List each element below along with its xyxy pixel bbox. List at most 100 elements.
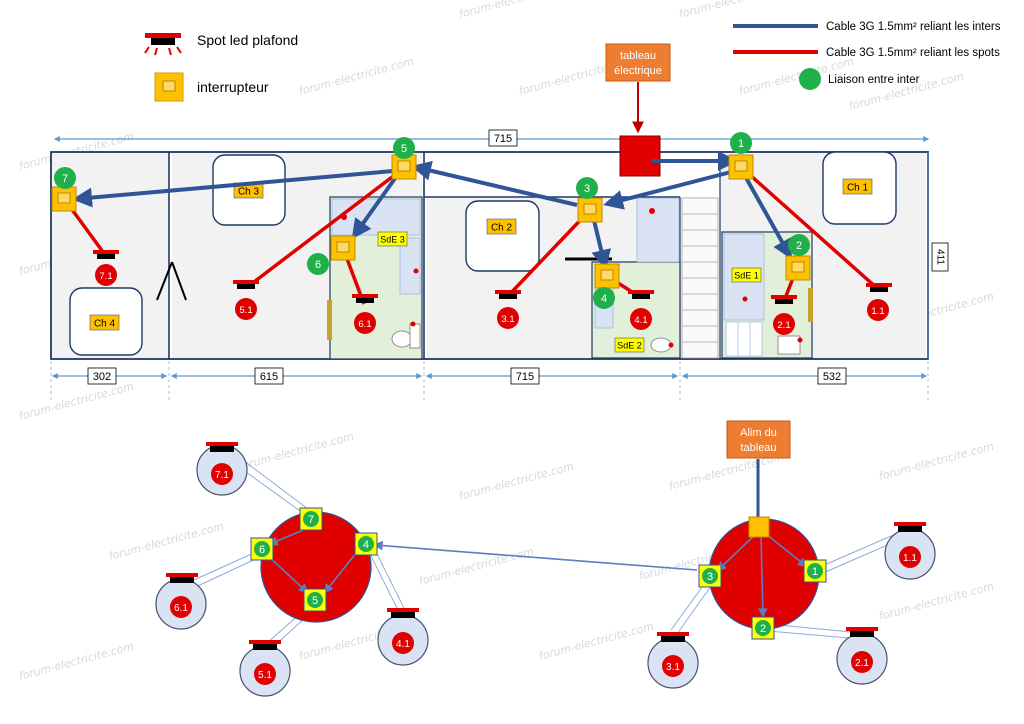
schematic-switch-1: 1 <box>803 559 827 583</box>
legend-spot-icon <box>144 33 182 56</box>
room-ch2-bed <box>465 200 540 272</box>
plan-spot-2-1: 2.1 <box>771 295 797 335</box>
plan-switch-3 <box>577 197 603 223</box>
alim-label-line1: Alim du <box>740 427 777 439</box>
legend-spot-cable-label: Cable 3G 1.5mm² reliant les spots <box>826 47 1000 59</box>
watermark-text: forum-electricite.com <box>457 0 575 21</box>
electrical-panel <box>619 135 661 177</box>
svg-text:1.1: 1.1 <box>903 553 917 564</box>
schematic-spot-6-1: 6.1 <box>155 573 207 630</box>
schematic-inter-links <box>267 527 808 618</box>
plan-spots: 7.1 5.1 6.1 3.1 4.1 2.1 1.1 <box>93 250 892 335</box>
legend-spot-label: Spot led plafond <box>197 32 298 48</box>
schematic-switch-6: 6 <box>250 537 274 561</box>
badge-6: 6 <box>315 259 321 271</box>
plan-spot-5-1-label: 5.1 <box>239 305 252 316</box>
watermark-text: forum-electricite.com <box>297 55 415 98</box>
schematic-spot-7-1: 7.1 <box>196 442 248 496</box>
schematic-switch-3: 3 <box>698 564 722 588</box>
legend-liaison-label: Liaison entre inter <box>828 74 920 86</box>
plan-spot-1-1: 1.1 <box>866 283 892 321</box>
watermark-text: forum-electricite.com <box>107 520 225 563</box>
svg-text:4.1: 4.1 <box>396 639 410 650</box>
schematic-switches: 7 6 4 5 3 1 2 <box>250 507 827 640</box>
schematic-switch-7: 7 <box>299 507 323 531</box>
plan-switch-4 <box>594 263 620 289</box>
badge-5: 5 <box>401 143 407 155</box>
plan-spot-5-1: 5.1 <box>233 280 259 320</box>
plan-spot-4-1: 4.1 <box>628 290 654 330</box>
schematic-feed-switch <box>748 516 770 538</box>
dimension-height-box <box>931 242 949 272</box>
room-ch3-label: Ch 3 <box>238 187 260 198</box>
watermark-text: forum-electricite.com <box>677 0 795 21</box>
svg-text:6.1: 6.1 <box>174 603 188 614</box>
room-sde1-label: SdE 1 <box>734 271 759 281</box>
svg-text:5.1: 5.1 <box>258 670 272 681</box>
room-ch1-label: Ch 1 <box>847 183 869 194</box>
svg-text:5: 5 <box>312 595 318 607</box>
plan-switches <box>51 154 811 289</box>
plan-switch-6 <box>330 235 356 261</box>
svg-text:3.1: 3.1 <box>666 662 680 673</box>
plan-spot-6-1: 6.1 <box>352 294 378 334</box>
plan-spot-1-1-label: 1.1 <box>871 306 884 317</box>
legend-switch-label: interrupteur <box>197 79 269 95</box>
room-sde2-label: SdE 2 <box>617 341 642 351</box>
schematic-spot-3-1: 3.1 <box>647 632 699 689</box>
plan-spot-7-1: 7.1 <box>93 250 119 286</box>
svg-text:2: 2 <box>760 623 766 635</box>
watermark-text: forum-electricite.com <box>877 580 995 623</box>
dimension-seg2-label: 615 <box>260 371 278 383</box>
plan-switch-2 <box>785 255 811 281</box>
schematic-spot-1-1: 1.1 <box>884 522 936 580</box>
svg-text:1: 1 <box>812 566 818 578</box>
plan-spot-3-1: 3.1 <box>495 290 521 329</box>
dimension-seg1-label: 302 <box>93 371 111 383</box>
plan-spot-2-1-label: 2.1 <box>777 320 790 331</box>
svg-text:4: 4 <box>363 539 369 551</box>
schematic-spot-4-1: 4.1 <box>377 608 429 666</box>
svg-text:3: 3 <box>707 571 713 583</box>
svg-text:6: 6 <box>259 544 265 556</box>
dimension-height-label: 411 <box>934 249 945 265</box>
stairs <box>681 197 719 359</box>
watermark-text: forum-electricite.com <box>877 440 995 483</box>
svg-text:2.1: 2.1 <box>855 658 869 669</box>
plan-switch-1 <box>728 154 754 180</box>
svg-text:7.1: 7.1 <box>215 470 229 481</box>
panel-label-line2: électrique <box>614 65 662 77</box>
watermark-text: forum-electricite.com <box>417 545 535 588</box>
badge-4: 4 <box>601 293 607 305</box>
badge-1: 1 <box>738 138 744 150</box>
alim-label-box: Alim du tableau <box>726 420 791 459</box>
plan-spot-7-1-label: 7.1 <box>99 271 112 282</box>
legend-switch-icon <box>154 72 184 102</box>
badge-3: 3 <box>584 183 590 195</box>
watermark-text: forum-electricite.com <box>457 460 575 503</box>
room-sde3-tag <box>377 231 408 247</box>
panel-label-line1: tableau <box>620 50 656 62</box>
plan-spot-6-1-label: 6.1 <box>358 319 371 330</box>
svg-text:7: 7 <box>308 514 314 526</box>
schematic-switch-2: 2 <box>751 616 775 640</box>
room-ch4-tag <box>89 314 120 331</box>
room-sde1-tag <box>731 267 762 283</box>
dimension-seg3-label: 715 <box>516 371 534 383</box>
plan-switch-7 <box>51 186 77 212</box>
schematic-spot-2-1: 2.1 <box>836 627 888 685</box>
watermark-text: forum-electricite.com <box>537 620 655 663</box>
badge-7: 7 <box>62 173 68 185</box>
plan-spot-4-1-label: 4.1 <box>634 315 647 326</box>
room-ch2-tag <box>486 218 517 235</box>
legend: Spot led plafond interrupteur Cable 3G 1… <box>144 21 1001 102</box>
legend-liaison-icon <box>799 68 821 90</box>
plan-inter-cables <box>72 151 792 270</box>
plan-spot-3-1-label: 3.1 <box>501 314 514 325</box>
room-sde3-label: SdE 3 <box>380 235 405 245</box>
schematic-switch-5: 5 <box>303 588 327 612</box>
room-sde2-tag <box>614 337 645 353</box>
schematic-spots: 7.1 6.1 5.1 4.1 3.1 2.1 <box>155 442 936 697</box>
room-ch4-label: Ch 4 <box>94 319 116 330</box>
